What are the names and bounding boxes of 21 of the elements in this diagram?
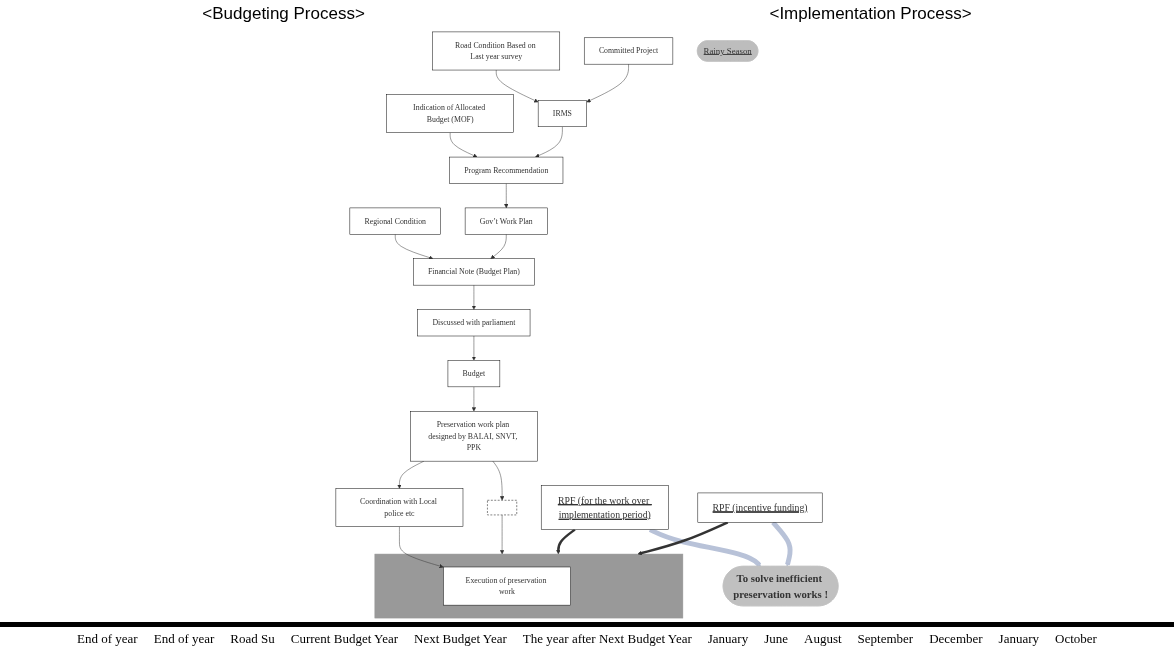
- month-label: October: [1055, 631, 1097, 647]
- arrow: [556, 528, 576, 555]
- range-label: Road Su: [230, 631, 275, 647]
- node-box: RPF (for the work over implementation period): [540, 485, 669, 530]
- section-heading: <Budgeting Process>: [202, 4, 365, 24]
- month-label: December: [929, 631, 983, 647]
- month-label: January: [998, 631, 1040, 647]
- month-label: January: [707, 631, 749, 647]
- period-label: Next Budget Year: [414, 631, 507, 647]
- node-box: [487, 500, 517, 516]
- month-label: August: [804, 631, 842, 647]
- month-label: September: [857, 631, 914, 647]
- year-end-label: End of year: [77, 631, 138, 647]
- period-label: Current Budget Year: [290, 631, 398, 647]
- arrow: [637, 521, 729, 556]
- node-box: RPF (incentive funding): [697, 492, 823, 523]
- period-label: The year after Next Budget Year: [522, 631, 692, 647]
- cluster: [374, 553, 684, 619]
- year-end-label: End of year: [153, 631, 215, 647]
- month-label: June: [764, 631, 789, 647]
- section-heading: <Implementation Process>: [769, 4, 972, 24]
